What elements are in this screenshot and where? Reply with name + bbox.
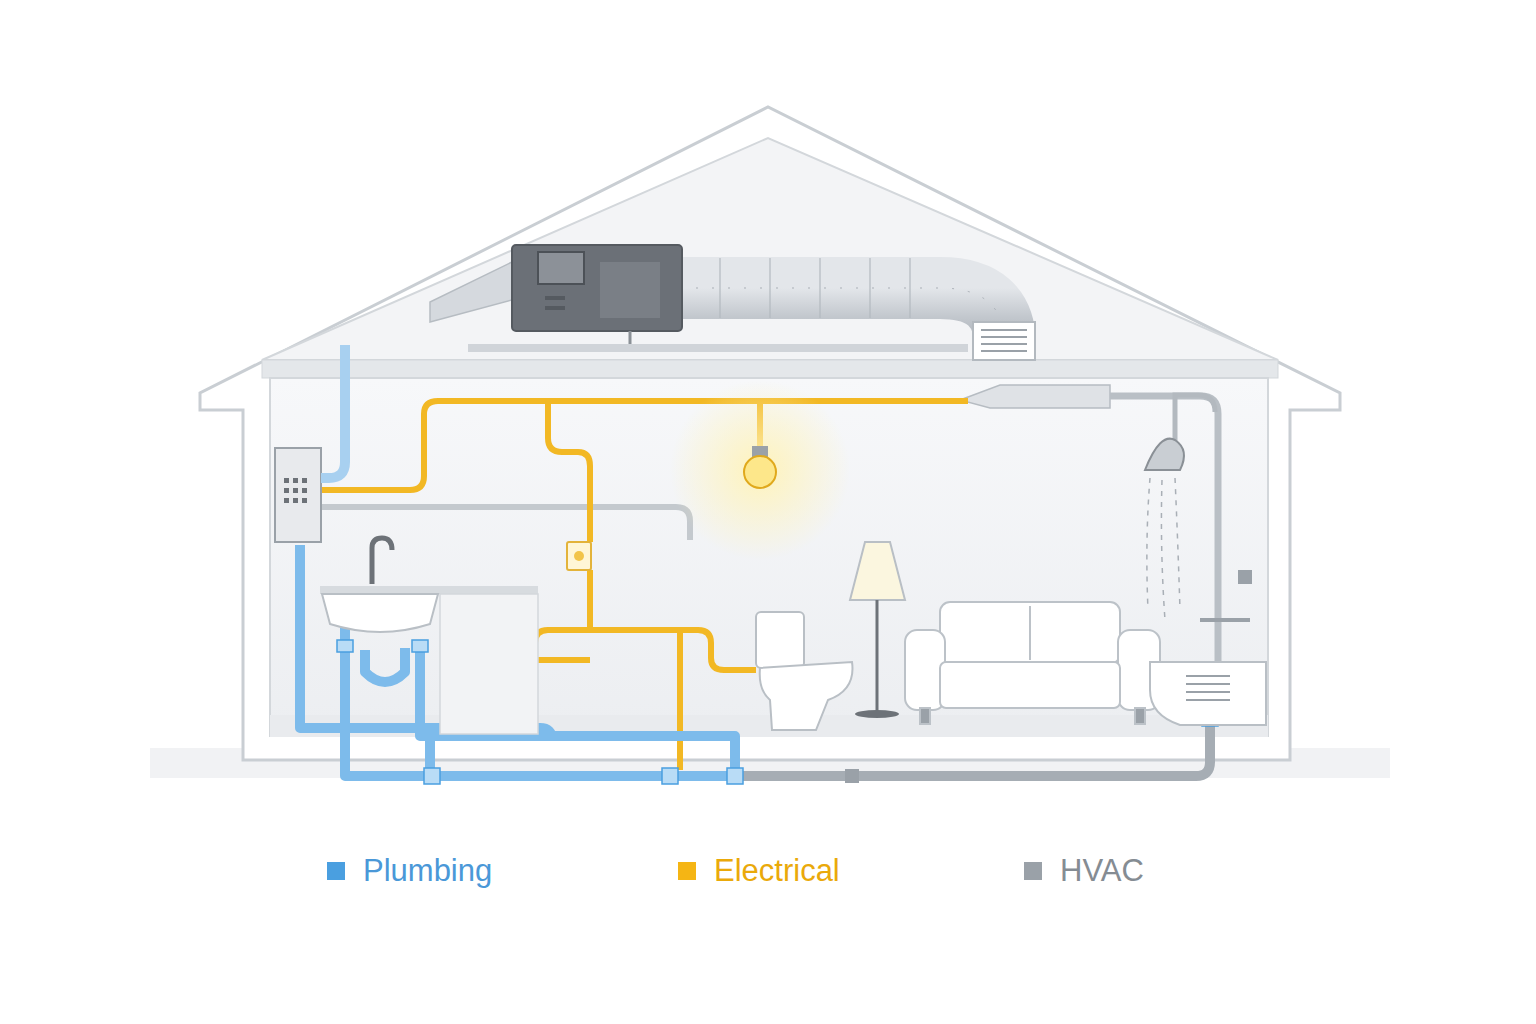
light-bulb — [670, 380, 850, 560]
legend-item: HVAC — [1024, 854, 1144, 888]
electrical-panel — [275, 448, 321, 542]
light-switch — [567, 542, 591, 570]
hvac-system — [320, 245, 1218, 783]
legend-swatch — [327, 862, 345, 880]
legend-label: Plumbing — [363, 854, 492, 888]
house-shell — [200, 107, 1340, 760]
legend-item: Electrical — [678, 854, 840, 888]
legend-label: Electrical — [714, 854, 840, 888]
sofa — [905, 602, 1160, 724]
plumbing-pipes — [300, 345, 740, 776]
floor-lamp — [850, 542, 905, 718]
legend-swatch — [678, 862, 696, 880]
legend-swatch — [1024, 862, 1042, 880]
shower-tub — [1145, 395, 1266, 725]
legend-item: Plumbing — [327, 854, 492, 888]
toilet — [756, 612, 853, 730]
sink-counter — [320, 538, 538, 734]
legend-label: HVAC — [1060, 854, 1144, 888]
